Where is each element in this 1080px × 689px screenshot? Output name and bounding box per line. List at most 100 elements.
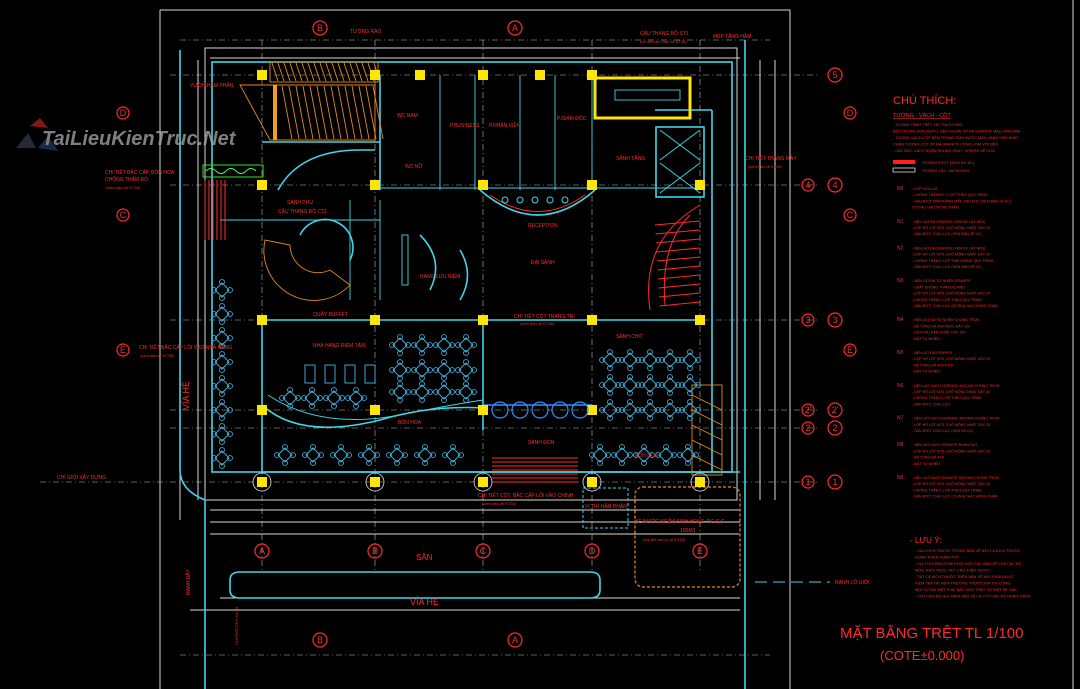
label-san: SÂN — [416, 553, 433, 562]
road-curb — [179, 40, 830, 689]
dining-table — [389, 381, 411, 403]
svg-text:1: 1 — [832, 477, 837, 487]
legend-item-line: - ĐẤT TỰ NHIÊN — [912, 369, 940, 374]
dining-table — [211, 375, 233, 397]
label-sanh-don: SẢNH ĐÓN — [528, 439, 555, 446]
legend-item-line: - BÊ TÔNG ĐÁ 4X6 M100, DÀY 100 — [912, 323, 970, 328]
legend-item-line: - ĐẤT TỰ NHIÊN — [912, 336, 940, 341]
label-vuon: VƯỜN HẦM PHÂN — [190, 82, 234, 89]
dining-table — [599, 399, 621, 421]
column — [370, 405, 380, 415]
dining-table — [633, 444, 655, 466]
staircase-st1 — [593, 76, 705, 198]
label-p-nhan-vien: P.NHÂN VIÊN — [489, 121, 521, 129]
column-ring — [690, 472, 710, 492]
legend-panel: CHÚ THÍCH: TƯỜNG - VÁCH - CỘT - TƯỜNG TẦ… — [892, 94, 1031, 599]
column — [257, 70, 267, 80]
svg-text:A: A — [259, 546, 265, 556]
label-nha-hang: NHÀ HÀNG ĐIỂM TÂM — [313, 342, 365, 349]
ramp-hatch — [277, 62, 285, 82]
column — [695, 315, 705, 325]
svg-text:D: D — [847, 108, 854, 118]
reception-stool — [516, 196, 524, 204]
column — [587, 477, 597, 487]
stair-tread — [302, 85, 314, 140]
label-chi-tiet-thang-may-note: (xem bản vẽ KT30) — [748, 164, 783, 169]
stair-tread — [365, 85, 377, 140]
section-marker-left-c: C — [116, 208, 130, 222]
stair-tread — [658, 292, 701, 298]
stair-tread — [295, 85, 307, 140]
grid-bubble-inner-4: 4 — [801, 178, 815, 192]
grid-bubble-bottom-a: A — [507, 632, 523, 648]
svg-text:2: 2 — [805, 423, 810, 433]
dining-table — [659, 349, 681, 371]
stair-tread — [658, 283, 701, 289]
banquet-table — [324, 364, 336, 384]
title-sub: (COTE±0.000) — [880, 648, 964, 663]
legend-code: N4 — [897, 317, 904, 323]
label-via-he-left: VỈA HÈ — [180, 381, 191, 410]
legend-item-line: - SÀN BTCT CHỊU LỰC (XEM BẢN VẼ KC) — [912, 264, 982, 269]
label-cau-thang-st1: CẦU THANG BỘ ST1 — [640, 30, 689, 37]
ramp-hatch — [331, 62, 339, 82]
ramp-hatch — [337, 62, 345, 82]
dining-table — [455, 381, 477, 403]
legend-item-line: - CHỐNG THẤM 2 LỚP THEO QUY TRÌNH — [912, 487, 982, 492]
label-wc-nam: WC NAM — [397, 113, 418, 119]
legend-item-line: - LỚP HỒ LÓT M75, CHỖ MỎNG NHẤT DÀY 20 — [912, 389, 990, 394]
grid-bubble-bottom-b: B — [312, 632, 328, 648]
label-bon-hoa-2: BỒN HOA — [635, 452, 659, 459]
legend-item-line: - CHẤT KHÔNG THẤM ĐỘ MIỆT — [912, 284, 966, 289]
lobby-sofa — [531, 401, 549, 419]
column — [257, 180, 267, 190]
reception-stool — [501, 196, 509, 204]
stair-tread — [656, 256, 701, 262]
dining-table — [433, 381, 455, 403]
legend-item-line: - SÀN BTCT CHỊU LỰC (XEM BẢN VẼ KC) — [912, 231, 982, 236]
dining-table — [211, 351, 233, 373]
dining-table — [677, 444, 699, 466]
legend-code: N2 — [897, 245, 904, 251]
green-planter — [202, 164, 264, 178]
column — [695, 180, 705, 190]
banquet-table — [364, 364, 376, 384]
svg-text:2': 2' — [832, 405, 839, 415]
stair-tread — [654, 220, 701, 226]
legend-code: N0 — [897, 186, 904, 192]
title-main: MẶT BẰNG TRỆT TL 1/100 — [840, 624, 1023, 642]
svg-text:D: D — [589, 546, 596, 556]
dining-table — [323, 387, 345, 409]
grid-bubble-c: C — [475, 543, 491, 559]
svg-text:5: 5 — [832, 70, 837, 80]
dining-table — [211, 303, 233, 325]
label-bon-hoa-1: BỒN HOA — [398, 419, 422, 426]
legend-code: N5 — [897, 350, 904, 356]
label-ranh-dat: RANH ĐẤT — [185, 569, 192, 595]
note-line: - CỐT CAO ĐỘ GHI TRÊN BẢN VẼ LÀ CỐT CAO … — [915, 594, 1031, 599]
reception-desk — [277, 149, 596, 301]
label-chi-tiet-loi-vao-nh: CHI TIẾT BẬC CẤP LỐI VÀO NHÀ HÀNG — [139, 344, 232, 351]
watermark-logo: TaiLieuKienTruc.Net — [16, 118, 237, 151]
legend-item-line: - CÁT PHÚ ĐẦM CHẶT, DÀY 200 — [912, 330, 966, 335]
label-ranh-lo-gioi: RANH LỘ GIỚI — [835, 579, 870, 586]
ramp-hatch — [301, 62, 309, 82]
legend-item-line: - NỀN LÁT GẠCH CERAMIC 400X400 CHỐNG TRƠ… — [912, 383, 1000, 388]
svg-text:B: B — [317, 635, 323, 645]
stair-tread — [344, 85, 356, 140]
stair-tread — [655, 238, 701, 244]
grid-bubble-2: 2 — [827, 420, 843, 436]
column — [370, 477, 380, 487]
dining-table — [330, 444, 352, 466]
grid-bubble-top-a: A — [507, 20, 523, 36]
legend-item-line: - NỀN LÁT ĐÁ GRANITE (XEM BV LÁT NỀN) — [912, 245, 985, 250]
ramp-hatch — [307, 62, 315, 82]
svg-text:4: 4 — [832, 180, 837, 190]
grid-bubble-4: 4 — [827, 177, 843, 193]
column — [370, 315, 380, 325]
legend-item-line: - NỀN LÁT ĐÁ TỰ NHIÊN GRANITE — [912, 278, 971, 283]
label-reception: RECEPTION — [528, 223, 558, 229]
svg-text:A: A — [512, 23, 518, 33]
label-tuong-rao: TƯỜNG RÀO — [350, 28, 381, 35]
